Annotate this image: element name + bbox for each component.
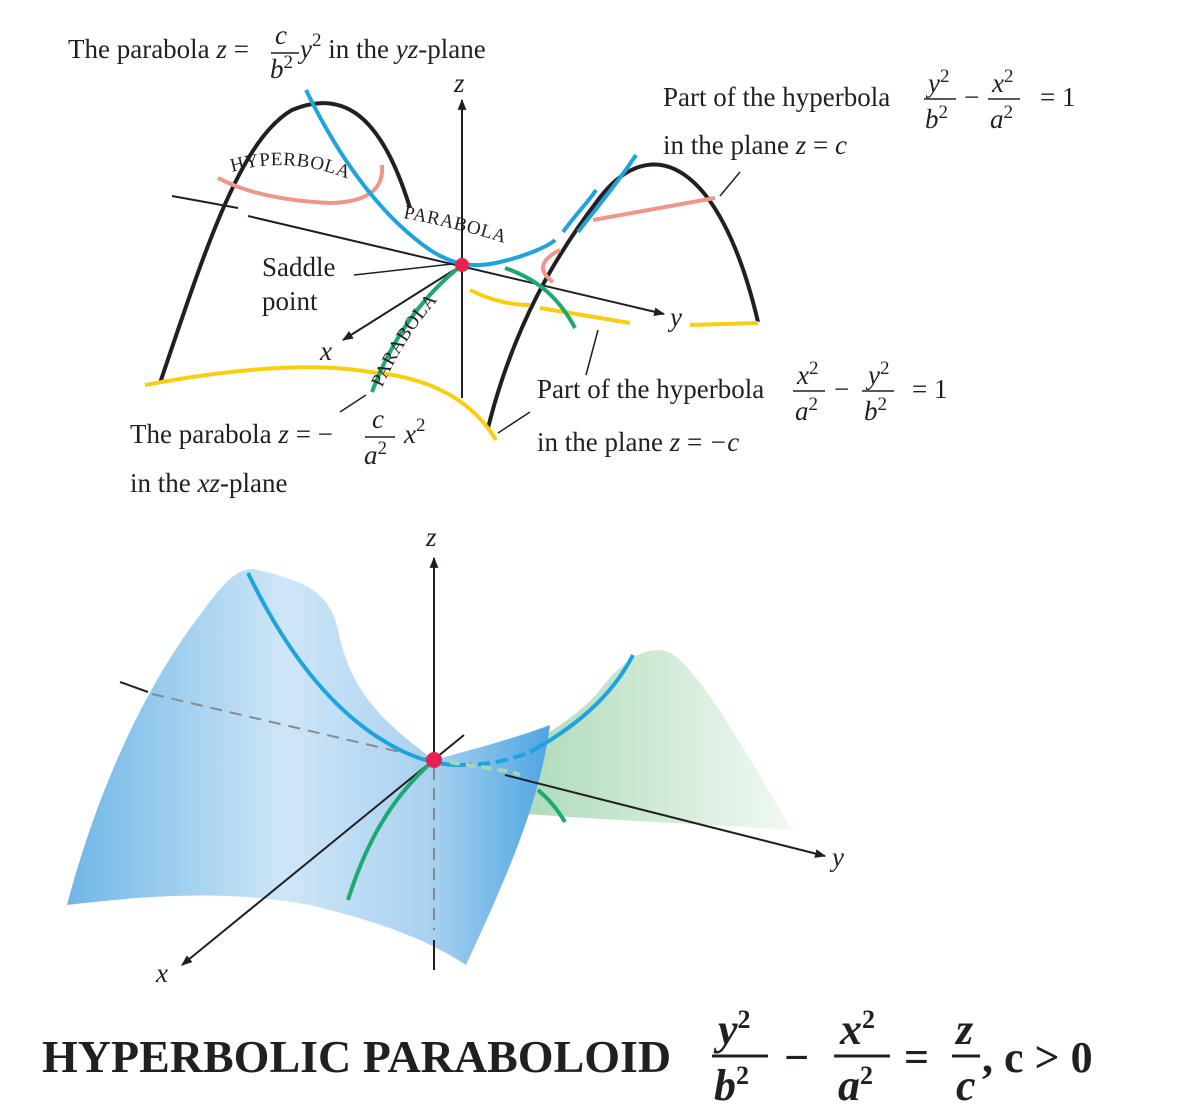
parabola-xz-green-back xyxy=(504,266,577,329)
svg-text:x2: x2 xyxy=(796,358,818,390)
svg-text:−: − xyxy=(784,1033,809,1082)
bottom-z-axis-label: z xyxy=(425,522,437,552)
caption-title: HYPERBOLIC PARABOLOID xyxy=(42,1031,671,1082)
svg-text:a2: a2 xyxy=(364,438,387,470)
svg-text:a2: a2 xyxy=(838,1061,873,1107)
top-z-axis-label: z xyxy=(453,68,465,98)
svg-text:b2: b2 xyxy=(714,1061,749,1107)
svg-text:c: c xyxy=(956,1061,976,1107)
bottom-y-axis-label: y xyxy=(829,842,844,872)
bottom-y-axis-hidden xyxy=(151,693,435,761)
svg-text:y2: y2 xyxy=(865,358,889,390)
bottom-parabola-xz-back xyxy=(449,760,521,777)
svg-text:= 1: = 1 xyxy=(1040,82,1075,112)
svg-text:, c > 0: , c > 0 xyxy=(982,1033,1093,1082)
saddle-point-bottom xyxy=(426,752,442,768)
top-x-axis-label: x xyxy=(319,336,332,366)
hyperbola-bottom-right-2 xyxy=(539,306,631,325)
bottom-y-axis-back xyxy=(119,681,149,693)
saddle-point-top xyxy=(455,258,469,272)
svg-text:in the xz-plane: in the xz-plane xyxy=(130,468,287,498)
svg-text:a2: a2 xyxy=(795,394,818,426)
bottom-parabola-yz-right xyxy=(529,654,635,754)
saddle-leader xyxy=(353,263,453,276)
svg-text:b2: b2 xyxy=(864,394,887,426)
caption: HYPERBOLIC PARABOLOID y2 b2 − x2 a2 = z … xyxy=(42,1005,1093,1107)
saddle-label-line1: Saddle xyxy=(262,252,336,282)
svg-text:=: = xyxy=(904,1033,929,1082)
bottom-parabola-xz-green-end xyxy=(536,788,567,824)
surface-blue-sheet xyxy=(67,569,550,965)
svg-text:y2: y2 xyxy=(713,1005,751,1054)
svg-text:x2: x2 xyxy=(991,66,1013,98)
svg-text:c: c xyxy=(372,404,384,434)
bottom-diagram: z y x xyxy=(67,522,844,988)
svg-text:x2: x2 xyxy=(839,1005,875,1054)
bottom-y-axis xyxy=(504,774,827,858)
svg-text:= 1: = 1 xyxy=(912,374,947,404)
black-left-arch xyxy=(158,101,412,384)
hyperbola-curve-label: HYPERBOLA xyxy=(228,149,353,184)
top-diagram: z y x HYPERBOLA PARABOLA PARABOLA Saddle… xyxy=(68,20,1075,498)
hyperbola-bottom-right-3 xyxy=(689,321,759,327)
parabola-yz-blue-right xyxy=(561,188,598,234)
surface-green-sheet xyxy=(500,650,793,830)
parabola-yz-blue xyxy=(304,89,557,268)
hyperbola-top-right xyxy=(592,196,716,222)
hyperbola-top-left xyxy=(217,164,385,206)
saddle-label-line2: point xyxy=(262,286,318,316)
svg-text:Part of the hyperbola: Part of the hyperbola xyxy=(537,374,764,404)
svg-text:in the plane z = c: in the plane z = c xyxy=(663,130,847,160)
svg-text:The parabola z = −: The parabola z = − xyxy=(130,419,333,449)
callout-parabola-yz: The parabola z = c b2 y2 in the yz-plane xyxy=(68,20,486,84)
top-x-axis xyxy=(342,264,463,341)
callout-hyperbola-top: Part of the hyperbola y2 b2 − x2 a2 = 1 … xyxy=(663,66,1075,160)
bottom-x-axis xyxy=(181,734,465,966)
svg-text:y2 in the yz-plane: y2 in the yz-plane xyxy=(297,30,486,64)
svg-text:c: c xyxy=(275,20,287,50)
callout-parabola-xz: The parabola z = − c a2 x2 in the xz-pla… xyxy=(130,404,425,498)
callout-hyperbola-bottom: Part of the hyperbola x2 a2 − y2 b2 = 1 … xyxy=(537,358,947,457)
parabola-xz-green xyxy=(370,263,464,393)
svg-text:x2: x2 xyxy=(403,415,425,449)
svg-text:−: − xyxy=(964,82,979,112)
parabola-curve-label-2: PARABOLA xyxy=(367,289,441,390)
svg-text:Part of the hyperbola: Part of the hyperbola xyxy=(663,82,890,112)
svg-text:b2: b2 xyxy=(270,52,293,84)
bottom-x-axis-label: x xyxy=(155,958,168,988)
hyperbola-bottom-right-1 xyxy=(469,288,531,307)
parabola-yz-blue-far xyxy=(576,153,638,234)
svg-text:The parabola z =: The parabola z = xyxy=(68,34,249,64)
top-y-axis-label: y xyxy=(667,302,682,332)
hyperbola-bottom-leader-1 xyxy=(585,329,599,376)
svg-text:−: − xyxy=(834,374,849,404)
bottom-parabola-xz xyxy=(346,758,436,901)
svg-text:y2: y2 xyxy=(925,66,949,98)
top-y-axis-back xyxy=(171,195,239,209)
svg-text:a2: a2 xyxy=(990,102,1013,134)
black-right-arch xyxy=(486,162,760,429)
svg-text:in the plane z = −c: in the plane z = −c xyxy=(537,427,739,457)
svg-text:z: z xyxy=(954,1005,973,1054)
parabola-xz-leader xyxy=(339,394,367,413)
svg-text:b2: b2 xyxy=(925,102,948,134)
hyperbola-top-right-inner xyxy=(541,248,561,284)
hyperbola-bottom-left xyxy=(144,365,498,442)
hyperbola-bottom-leader-2 xyxy=(497,411,531,434)
hyperbola-top-leader xyxy=(719,171,741,197)
